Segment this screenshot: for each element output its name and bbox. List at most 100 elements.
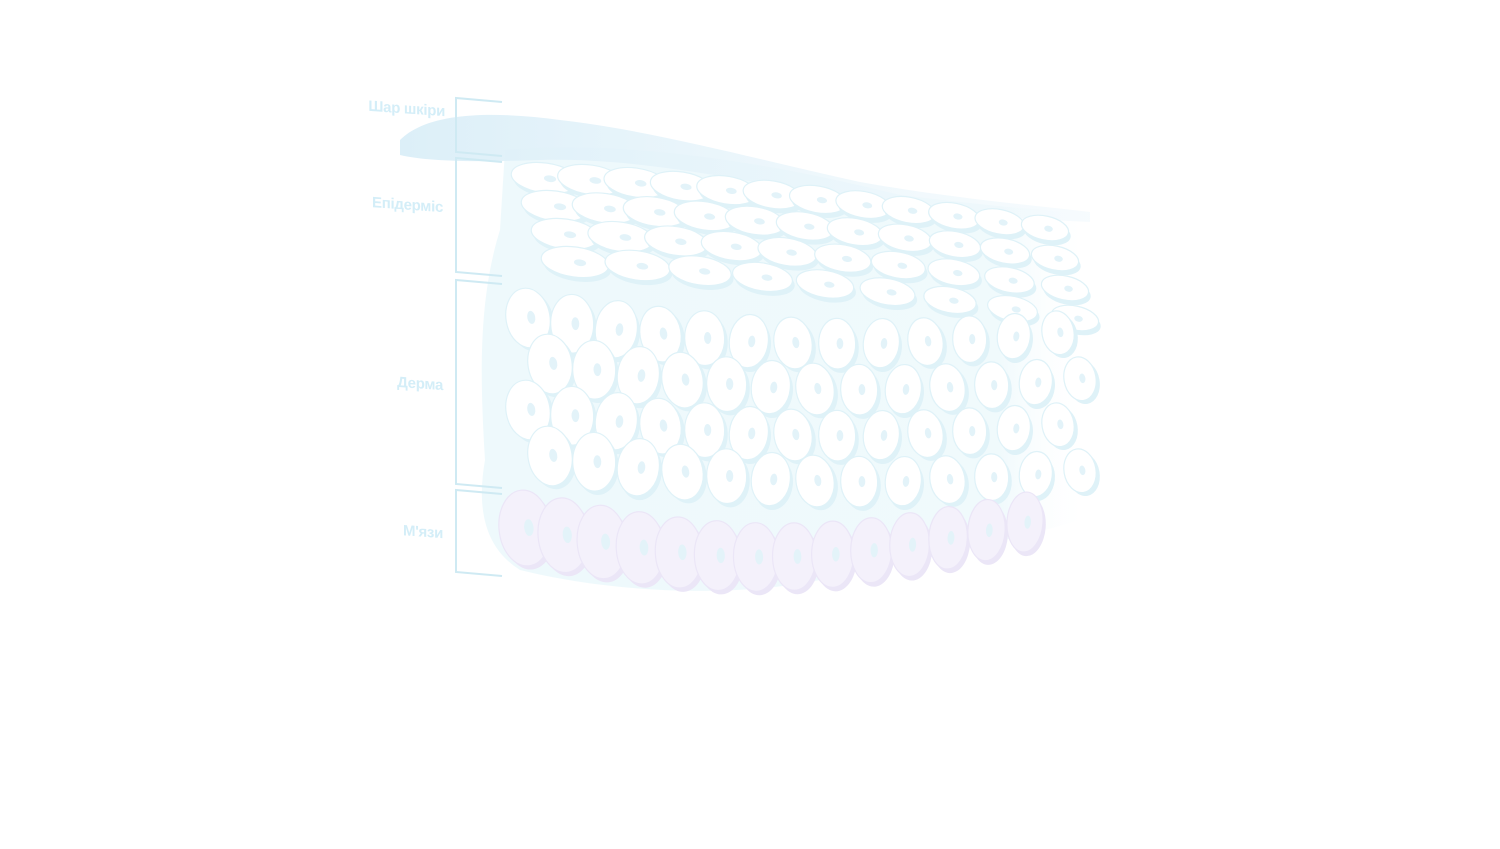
dermis-cell [750,359,793,419]
epidermis-cell [775,211,836,245]
epidermis-cell [673,200,739,236]
muscle-cell [615,511,668,588]
dermis-cell [884,455,924,511]
epidermis-cell [795,269,856,303]
muscle-cell [732,522,782,596]
epidermis-cell [788,184,849,218]
epidermis-cell [530,217,602,254]
epidermis-cell [742,179,804,214]
epidermis-cell [927,258,982,291]
muscle-cell [654,516,706,592]
dermis-cell [684,310,728,370]
dermis-cell [527,333,576,398]
dermis-cell [795,362,838,419]
epidermis-cell [859,277,918,310]
dermis-cell [1041,402,1078,451]
muscle-cell [967,498,1008,565]
layer-bracket [455,156,503,277]
epidermis-cell [984,266,1037,298]
dermis-cell [639,305,685,366]
dermis-cell [1063,356,1100,405]
dermis-cell [1018,450,1055,502]
dermis-cell [572,431,619,495]
dermis-cell [974,453,1012,505]
dermis-cell [661,351,707,412]
dermis-cell [996,312,1033,364]
dermis-cell [773,316,816,373]
dermis-cell [907,317,947,369]
epidermis-cell [923,285,979,318]
dermis-cell [929,455,969,507]
muscle-cells [498,489,1046,596]
epidermis-cell [668,255,734,291]
epidermis-cell [877,223,934,256]
surface-layer [400,114,1090,222]
muscle-cell [928,505,971,574]
dermis-cell [907,409,947,461]
epidermis-cell [724,205,787,240]
dermis-cell [750,451,793,511]
epidermis-cell [622,196,690,232]
epidermis-cell [644,225,710,261]
epidermis-cell [540,245,612,282]
dermis-cell [1041,310,1078,359]
epidermis-cells [510,161,1101,336]
epidermis-cell [731,261,795,296]
dermis-cell [527,425,576,490]
epidermis-cell [870,250,928,284]
dermis-cell [572,339,619,403]
dermis-cell [1063,448,1100,497]
dermis-cell [952,315,990,367]
dermis-cell [1018,358,1055,410]
dermis-cell [773,408,816,465]
dermis-cell [616,346,662,409]
dermis-cell [795,454,838,511]
dermis-cell [974,361,1012,413]
dermis-cell [728,405,771,465]
dermis-cell [862,409,902,465]
epidermis-cell [881,195,938,229]
dermis-cell [952,407,990,459]
epidermis-cell [649,170,715,206]
dermis-cell [639,397,685,458]
muscle-cell [811,520,857,592]
epidermis-cell [928,201,982,234]
dermis-cell [840,455,881,511]
layer-bracket [455,96,503,157]
dermis-cell [684,402,728,462]
dermis-cell [996,404,1033,456]
dermis-cell [706,448,750,508]
dermis-cell [616,438,662,501]
epidermis-cell [814,243,874,277]
dermis-cell [929,363,969,415]
muscle-cell [693,520,744,595]
dermis-cell [661,443,707,504]
epidermis-cell [826,217,885,251]
dermis-cell [728,313,771,373]
epidermis-cell [1040,274,1091,306]
epidermis-cell [700,230,765,266]
muscle-cell [771,522,819,595]
layer-brackets [455,96,503,577]
muscle-cell [889,512,933,581]
muscle-cell [850,517,895,587]
dermis-cell [550,293,597,357]
dermis-cells [505,287,1100,511]
dermis-cell [818,409,859,465]
dermis-cell [706,356,750,416]
dermis-cell [505,379,554,444]
epidermis-cell [974,208,1027,240]
muscle-cell [1006,491,1046,557]
epidermis-cell [604,249,673,286]
epidermis-cell [979,237,1032,269]
muscle-cell [576,504,631,583]
epidermis-cell [1030,244,1081,276]
epidermis-cell [835,190,893,223]
dermis-cell [862,317,902,373]
epidermis-cell [928,230,983,263]
dermis-cell [840,363,881,419]
dermis-cell [818,317,859,373]
layer-bracket [455,278,503,489]
